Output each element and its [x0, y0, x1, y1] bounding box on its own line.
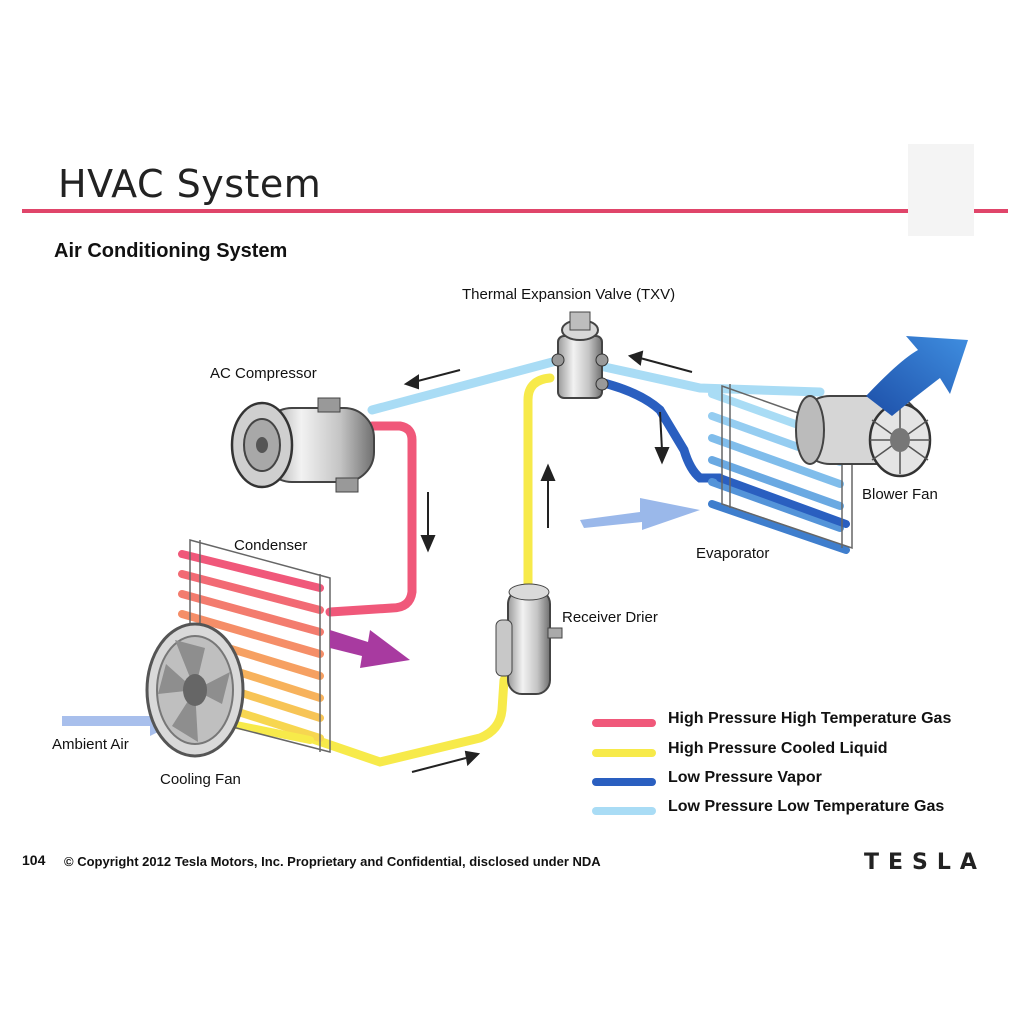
page-number: 104	[22, 852, 46, 868]
legend-label: Low Pressure Vapor	[668, 769, 822, 786]
label-cooling-fan: Cooling Fan	[160, 771, 241, 788]
label-evaporator: Evaporator	[696, 545, 770, 562]
line-cooled-liquid	[305, 373, 555, 767]
legend-swatch	[592, 719, 656, 727]
evaporator-coils	[708, 390, 850, 554]
section-subtitle: Air Conditioning System	[54, 240, 288, 262]
label-ac-compressor: AC Compressor	[210, 365, 317, 382]
line-low-pressure-vapor	[595, 377, 725, 483]
legend-label: Low Pressure Low Temperature Gas	[668, 798, 945, 815]
legend-label: High Pressure Cooled Liquid	[668, 740, 888, 757]
tesla-wordmark: TESLA	[864, 850, 986, 875]
label-condenser: Condenser	[234, 537, 308, 554]
receiver-drier-icon	[495, 583, 563, 695]
txv-valve-icon	[551, 311, 609, 399]
legend-item-high-pressure-gas: High Pressure High Temperature Gas	[592, 710, 992, 734]
label-blower-fan: Blower Fan	[862, 486, 938, 503]
label-txv: Thermal Expansion Valve (TXV)	[462, 286, 676, 303]
title-divider	[22, 209, 1008, 213]
warm-air-arrow	[330, 630, 410, 668]
cooling-fan-icon	[145, 622, 245, 758]
label-receiver-drier: Receiver Drier	[562, 609, 658, 626]
tesla-logo-watermark	[908, 144, 974, 236]
evaporator-air-in-arrow	[580, 498, 700, 530]
line-low-pressure-gas	[367, 355, 825, 415]
ac-compressor-icon	[230, 397, 375, 493]
copyright-notice: © Copyright 2012 Tesla Motors, Inc. Prop…	[64, 854, 601, 869]
legend-swatch	[592, 778, 656, 786]
blower-fan-icon	[795, 395, 932, 478]
flow-direction-arrows	[403, 350, 693, 773]
page-title: HVAC System	[58, 162, 322, 206]
legend-swatch	[592, 749, 656, 757]
line-high-pressure-gas	[325, 421, 417, 617]
legend-item-low-pressure-vapor: Low Pressure Vapor	[592, 769, 992, 793]
legend-item-cooled-liquid: High Pressure Cooled Liquid	[592, 740, 992, 764]
legend-item-low-pressure-gas: Low Pressure Low Temperature Gas	[592, 798, 992, 822]
cold-air-out-arrow	[866, 336, 968, 416]
legend-swatch	[592, 807, 656, 815]
label-ambient-air: Ambient Air	[52, 736, 129, 753]
legend-label: High Pressure High Temperature Gas	[668, 710, 952, 727]
